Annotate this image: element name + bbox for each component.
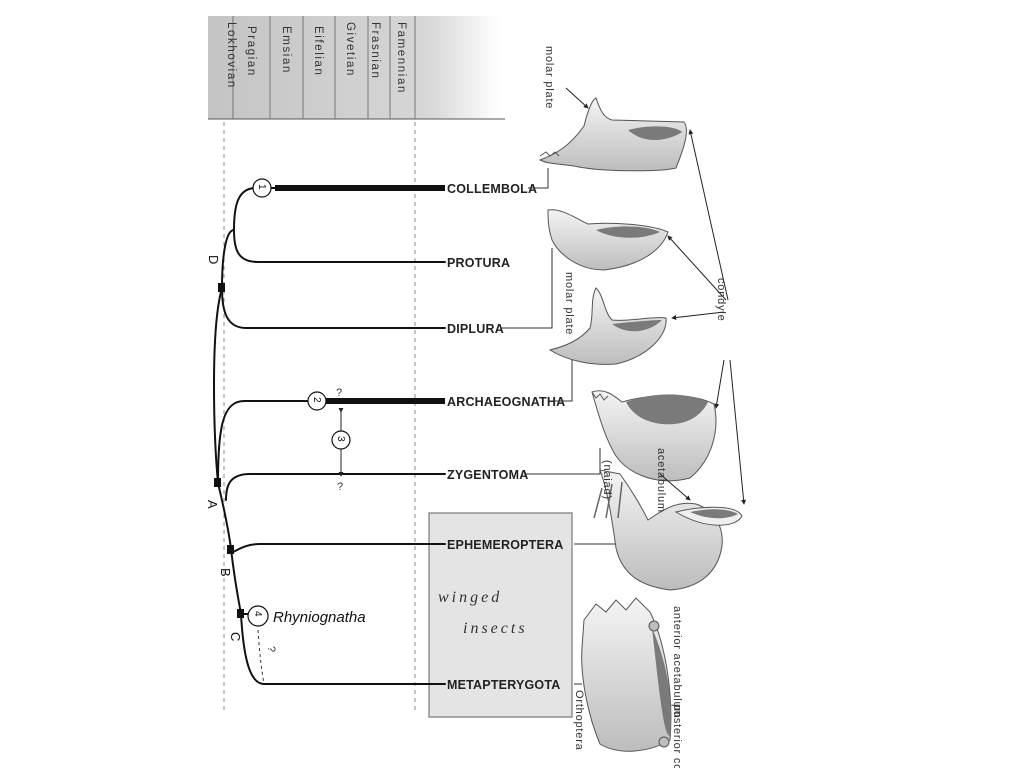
mandible-ephemeroptera (594, 470, 742, 590)
question-mark-upper: ? (336, 387, 343, 399)
node-label-d: D (206, 255, 221, 264)
node-label-b: B (218, 568, 233, 577)
question-mark-lower: ? (337, 481, 344, 493)
insects-label: insects (463, 620, 528, 637)
taxon-zygentoma: ZYGENTOMA (447, 468, 528, 482)
taxon-diplura: DIPLURA (447, 322, 504, 336)
label-molar-plate-top: molar plate (543, 46, 555, 109)
marker-1: 1 (256, 184, 267, 190)
taxon-protura: PROTURA (447, 256, 510, 270)
stage-famennian: Famennian (395, 22, 407, 94)
label-naiad: (naiad) (601, 460, 613, 500)
label-molar-plate-mid: molar plate (563, 272, 575, 335)
node-label-c: C (228, 632, 243, 641)
taxon-collembola: COLLEMBOLA (447, 182, 537, 196)
taxon-metapterygota: METAPTERYGOTA (447, 678, 560, 692)
question-mark-rhyniognatha: ? (265, 646, 277, 653)
stage-header: Lokhovian Pragian Emsian Eifelian Giveti… (208, 16, 505, 119)
rhyniognatha-dashed-link (258, 630, 264, 684)
marker-4: 4 (252, 611, 263, 617)
stage-pragian: Pragian (245, 26, 257, 77)
node-label-a: A (205, 500, 220, 509)
label-condyle: condyle (715, 278, 727, 322)
label-orthoptera: Orthoptera (573, 690, 585, 751)
winged-label: winged (438, 589, 502, 606)
mandible-protura (548, 210, 668, 270)
marker-2: 2 (311, 397, 322, 403)
taxon-ephemeroptera: EPHEMEROPTERA (447, 538, 564, 552)
label-acetabulum: acetabulum (655, 448, 667, 513)
stage-frasnian: Frasnian (369, 22, 381, 80)
label-anterior-acetabulum: anterior acetabulum (671, 606, 683, 718)
mandible-orthoptera (582, 598, 671, 751)
mandible-collembola (540, 98, 686, 171)
taxon-archaeognatha: ARCHAEOGNATHA (447, 395, 565, 409)
label-posterior-condyle: posterior condyle (671, 704, 683, 768)
stage-givetian: Givetian (344, 22, 356, 77)
stage-emsian: Emsian (280, 26, 292, 74)
marker-3: 3 (335, 436, 346, 442)
stage-lokhovian: Lokhovian (225, 22, 237, 89)
rhyniognatha-label: Rhyniognatha (273, 609, 366, 626)
stage-eifelian: Eifelian (312, 26, 324, 77)
